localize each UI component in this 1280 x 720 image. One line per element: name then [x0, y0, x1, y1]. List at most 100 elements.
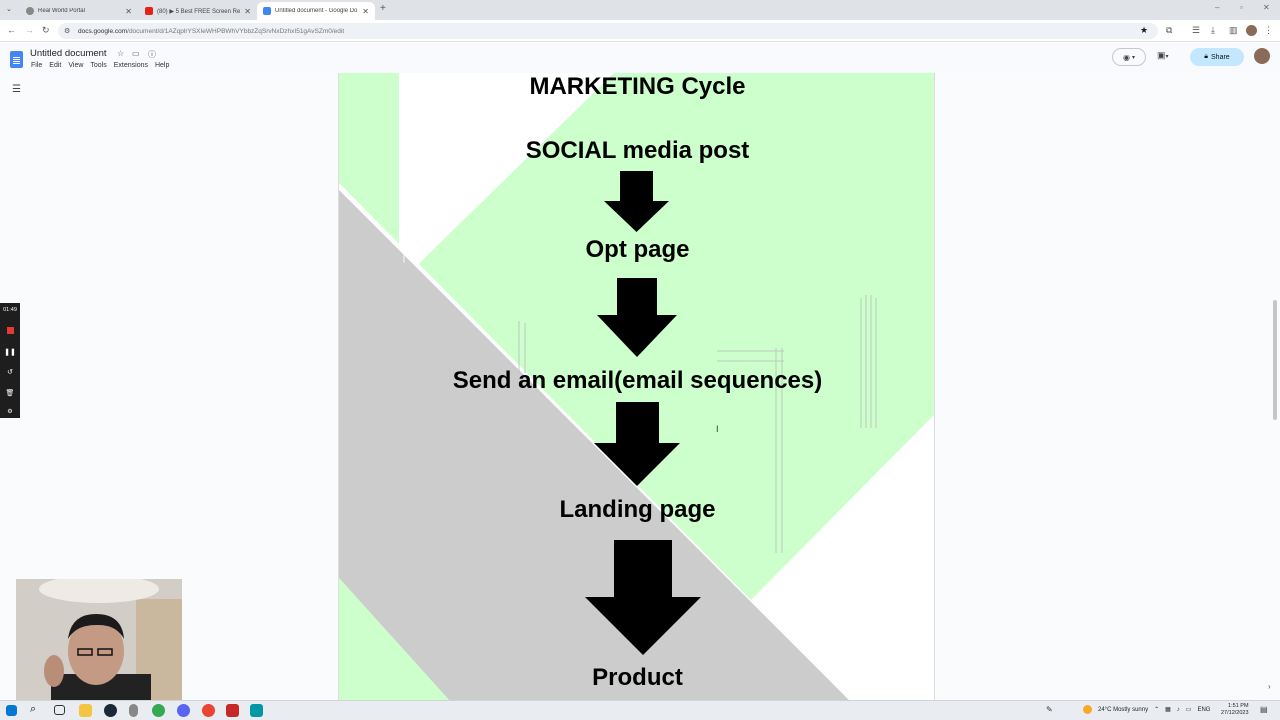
share-label: Share	[1211, 53, 1230, 61]
minimize-icon[interactable]: –	[1215, 3, 1220, 12]
windows-start-icon[interactable]	[6, 705, 17, 716]
pause-icon: ❚❚	[4, 349, 16, 356]
faded-building-graphic	[403, 78, 439, 263]
discord-icon[interactable]	[177, 704, 190, 717]
menu-view[interactable]: View	[68, 62, 84, 69]
document-page[interactable]: MARKETING Cycle SOCIAL media post Opt pa…	[338, 73, 935, 700]
close-icon[interactable]: ✕	[244, 6, 251, 16]
google-docs-icon	[263, 7, 271, 15]
youtube-icon	[145, 7, 153, 15]
gear-icon: ⚙	[7, 408, 13, 415]
file-explorer-icon[interactable]	[79, 704, 92, 717]
gray-diagonal-band	[339, 190, 849, 700]
url-input[interactable]: ⚙ docs.google.com/document/d/1AZqplrYSXI…	[58, 23, 1158, 39]
tab-real-world-portal[interactable]: Real World Portal ✕	[20, 2, 138, 20]
tab-title: Real World Portal	[38, 8, 85, 14]
close-icon[interactable]: ✕	[362, 6, 369, 16]
share-button[interactable]: 🔒︎ Share	[1190, 48, 1244, 66]
antivirus-icon[interactable]	[226, 704, 239, 717]
white-corner-right	[751, 415, 934, 700]
text-cursor-icon: I	[716, 424, 719, 434]
profile-avatar[interactable]	[1246, 25, 1257, 36]
back-icon[interactable]: ←	[7, 25, 16, 35]
tab-youtube[interactable]: (80) ▶ 5 Best FREE Screen Rec... ✕	[139, 2, 257, 20]
chrome-icon[interactable]	[152, 704, 165, 717]
volume-icon[interactable]: ♪	[1176, 706, 1180, 713]
step-product: Product	[592, 664, 683, 691]
background-graphic	[339, 73, 934, 700]
document-title[interactable]: Untitled document	[30, 48, 107, 59]
viewing-mode-button[interactable]: ◉▾	[1112, 48, 1146, 66]
stop-record-button[interactable]	[4, 324, 16, 336]
side-panel-icon[interactable]: ▥	[1229, 25, 1238, 35]
step-landing-page: Landing page	[559, 496, 716, 523]
google-docs-logo-icon[interactable]	[10, 51, 23, 68]
mouse-app-icon[interactable]	[129, 704, 138, 717]
menu-bar: File Edit View Tools Extensions Help	[31, 62, 169, 69]
new-tab-icon[interactable]: +	[380, 3, 386, 14]
battery-icon[interactable]: ▭	[1185, 707, 1192, 713]
notifications-icon[interactable]: ▤	[1260, 705, 1268, 714]
window-close-icon[interactable]: ✕	[1263, 3, 1270, 12]
menu-help[interactable]: Help	[154, 62, 170, 69]
download-icon[interactable]: ⤓	[1211, 25, 1215, 35]
pause-button[interactable]: ❚❚	[4, 346, 16, 358]
meet-button[interactable]: ▣▾	[1157, 50, 1169, 61]
eye-icon: ◉	[1123, 52, 1130, 62]
tab-search-icon[interactable]: ⌄	[6, 6, 12, 13]
reload-icon[interactable]: ↻	[42, 25, 50, 35]
star-icon[interactable]: ☆	[117, 49, 125, 58]
screen-recorder-app-icon[interactable]	[250, 704, 263, 717]
settings-button[interactable]: ⚙	[4, 405, 16, 417]
account-avatar[interactable]	[1254, 48, 1270, 64]
menu-file[interactable]: File	[31, 62, 43, 69]
extensions-icon[interactable]: ⧉	[1166, 25, 1173, 35]
steam-icon[interactable]	[104, 704, 117, 717]
system-tray: 24°C Mostly sunny ⌃ ▦ ♪ ▭ ENG	[1083, 705, 1210, 714]
language-indicator[interactable]: ENG	[1197, 706, 1211, 713]
clock-date: 27/12/2023	[1221, 710, 1249, 716]
browser-tab-strip: ⌄ Real World Portal ✕ (80) ▶ 5 Best FREE…	[0, 0, 1280, 20]
collapse-panel-icon[interactable]: ›	[1268, 682, 1271, 691]
network-icon[interactable]: ▦	[1165, 707, 1171, 713]
step-send-email: Send an email(email sequences)	[452, 367, 823, 394]
menu-tools[interactable]: Tools	[90, 62, 107, 69]
site-info-icon[interactable]: ⚙	[64, 28, 71, 35]
document-status-icon[interactable]: ⓘ	[148, 50, 156, 59]
faded-tower-graphic	[518, 295, 877, 553]
weather-text[interactable]: 24°C Mostly sunny	[1098, 706, 1149, 713]
close-icon[interactable]: ✕	[125, 6, 132, 16]
document-outline-icon[interactable]: ☰	[12, 84, 21, 95]
delete-button[interactable]: 🗑︎	[4, 387, 16, 399]
pen-icon[interactable]: ✎	[1046, 705, 1053, 714]
maximize-icon[interactable]: ▫	[1240, 3, 1243, 12]
arrow-down-2	[597, 278, 677, 357]
video-camera-icon: ▣	[1157, 50, 1166, 60]
forward-icon[interactable]: →	[25, 25, 34, 35]
clock[interactable]: 1:51 PM 27/12/2023	[1221, 703, 1249, 717]
tab-title: (80) ▶ 5 Best FREE Screen Rec...	[157, 8, 241, 15]
chevron-up-icon[interactable]: ⌃	[1154, 707, 1160, 713]
clock-time: 1:51 PM	[1228, 703, 1249, 709]
restart-icon: ↺	[7, 369, 13, 376]
menu-extensions[interactable]: Extensions	[113, 62, 148, 69]
white-corner-top	[399, 73, 614, 283]
menu-edit[interactable]: Edit	[49, 62, 62, 69]
bookmark-star-icon[interactable]: ★	[1140, 25, 1149, 35]
reading-list-icon[interactable]: ☰	[1192, 25, 1201, 35]
arrow-down-4	[585, 540, 701, 655]
restart-button[interactable]: ↺	[4, 366, 16, 378]
tab-google-docs[interactable]: Untitled document - Google Do... ✕	[257, 2, 375, 20]
chrome-profile-icon[interactable]	[202, 704, 215, 717]
docs-header: Untitled document ☆ ▭ ⓘ File Edit View T…	[0, 43, 1280, 73]
chevron-down-icon: ▾	[1131, 54, 1135, 61]
lock-icon: 🔒︎	[1204, 53, 1209, 60]
search-icon[interactable]: ⌕	[30, 703, 37, 715]
more-icon[interactable]: ⋮	[1264, 25, 1273, 35]
move-folder-icon[interactable]: ▭	[132, 49, 140, 58]
step-social-media-post: SOCIAL media post	[525, 137, 750, 164]
weather-icon[interactable]	[1083, 705, 1092, 714]
address-bar-row: ← → ↻ ⚙ docs.google.com/document/d/1AZqp…	[0, 20, 1280, 42]
task-view-icon[interactable]	[54, 705, 65, 715]
vertical-scrollbar[interactable]	[1273, 300, 1277, 420]
